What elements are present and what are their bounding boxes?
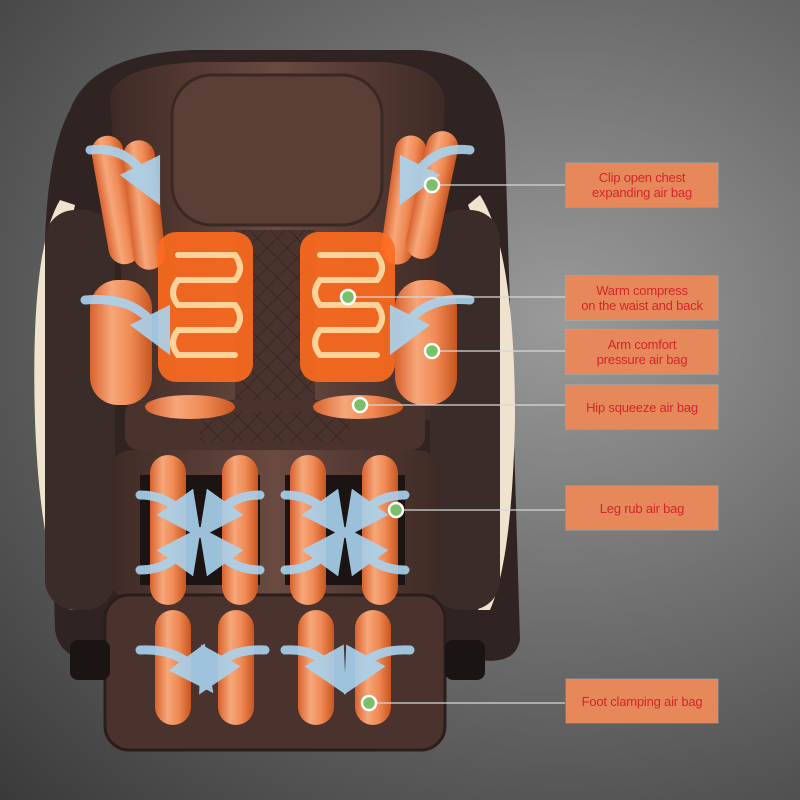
heating-pads [158,232,395,382]
chair-base [445,640,485,680]
markers [339,176,441,712]
label-arm: Arm comfort pressure air bag [566,330,718,374]
marker-leg [387,501,405,519]
chair-shell-right-trim [468,195,515,610]
label-hip: Hip squeeze air bag [566,385,718,429]
airflow-arrows [80,144,475,695]
label-chest: Clip open chest expanding air bag [566,163,718,207]
label-foot: Foot clamping air bag [566,679,718,723]
marker-warm [339,288,357,306]
marker-hip [351,396,369,414]
side-panel-left [45,210,115,610]
headrest [170,73,384,227]
label-leg: Leg rub air bag [566,486,718,530]
marker-foot [360,694,378,712]
leader-lines [348,184,565,704]
seat-quilt [200,412,350,442]
side-panel-right [430,210,500,610]
label-warm: Warm compress on the waist and back [566,276,718,320]
chair-base [70,640,110,680]
marker-arm [423,342,441,360]
marker-chest [423,176,441,194]
